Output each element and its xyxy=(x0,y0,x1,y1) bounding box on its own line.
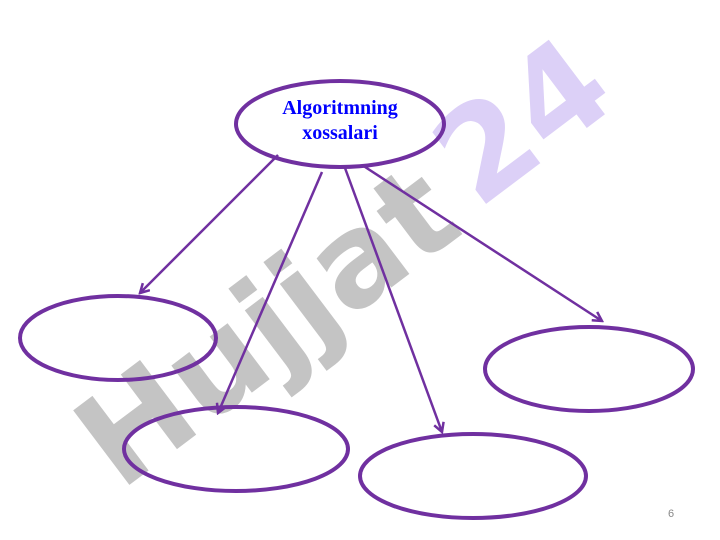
root-label-line-2: xossalari xyxy=(302,122,378,144)
arrow-to-bottom-middle xyxy=(343,167,442,432)
child-node-left xyxy=(18,294,218,382)
child-node-bottom-left xyxy=(122,405,350,493)
child-node-right xyxy=(483,325,695,413)
root-node-label: Algoritmning xossalari xyxy=(240,96,440,146)
root-node xyxy=(234,79,446,169)
arrow-to-bottom-left xyxy=(218,171,324,413)
child-node-bottom-middle xyxy=(358,432,588,520)
watermark-hujjat: Hujjat xyxy=(49,137,485,517)
arrow-to-right xyxy=(361,163,602,321)
root-label-line-1: Algoritmning xyxy=(282,97,398,119)
page-number: 6 xyxy=(668,508,675,520)
arrow-to-left xyxy=(140,154,279,293)
